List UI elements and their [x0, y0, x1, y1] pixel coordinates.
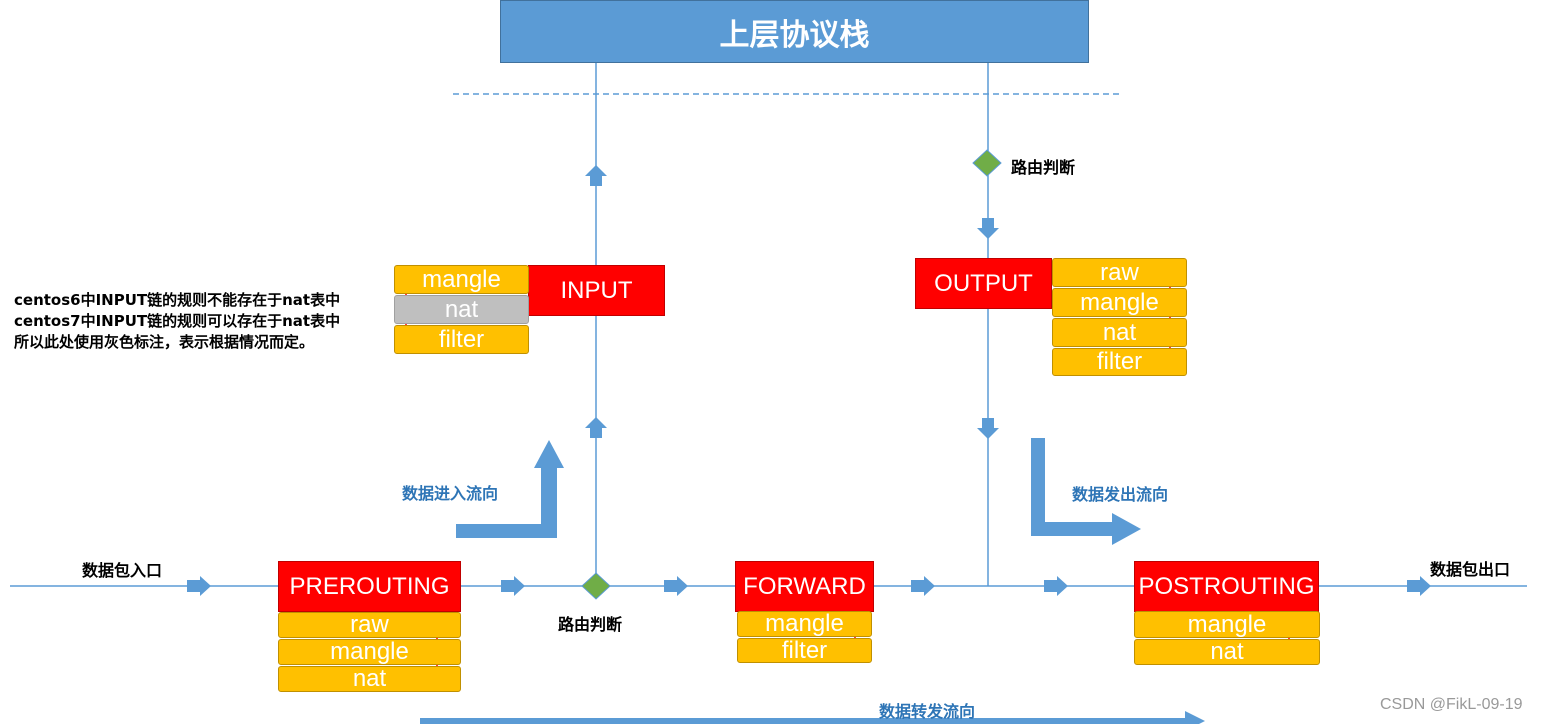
prerouting-chain-box: PREROUTING	[278, 561, 461, 612]
flow-arrow-right-1	[187, 576, 211, 596]
flow-arrow-right-2	[501, 576, 525, 596]
flow-arrow-down-2	[977, 418, 999, 439]
postrouting-chain-box: POSTROUTING	[1134, 561, 1319, 612]
input-table-nat: nat	[394, 295, 529, 324]
flow-arrow-up-1	[585, 417, 607, 438]
flow-forward-label: 数据转发流向	[879, 702, 976, 721]
input-table-filter: filter	[394, 325, 529, 354]
flow-out-label: 数据发出流向	[1072, 485, 1169, 504]
route-decision-diamond-top	[972, 149, 1002, 177]
route-decision-top-label: 路由判断	[1011, 158, 1076, 177]
note-line-3: 所以此处使用灰色标注，表示根据情况而定。	[14, 333, 315, 351]
output-table-raw: raw	[1052, 258, 1187, 287]
note-line-1: centos6中INPUT链的规则不能存在于nat表中	[14, 291, 341, 309]
flow-arrow-right-6	[1407, 576, 1431, 596]
prerouting-table-nat: nat	[278, 666, 461, 692]
prerouting-table-raw: raw	[278, 612, 461, 638]
flow-out-big-arrow	[1031, 438, 1141, 545]
output-table-nat: nat	[1052, 318, 1187, 347]
route-decision-bottom-label: 路由判断	[558, 615, 623, 634]
flow-in-big-arrow	[456, 440, 564, 538]
flow-in-label: 数据进入流向	[402, 484, 499, 503]
flow-arrow-right-4	[911, 576, 935, 596]
upper-protocol-stack-header: 上层协议栈	[500, 0, 1089, 63]
route-decision-diamond-bottom	[581, 572, 611, 600]
packet-in-label: 数据包入口	[82, 561, 163, 580]
flow-arrow-right-5	[1044, 576, 1068, 596]
output-chain-box: OUTPUT	[915, 258, 1052, 309]
flow-arrow-up-2	[585, 165, 607, 186]
prerouting-table-mangle: mangle	[278, 639, 461, 665]
input-chain-box: INPUT	[528, 265, 665, 316]
packet-out-label: 数据包出口	[1430, 560, 1511, 579]
flow-forward-big-arrow	[420, 711, 1205, 724]
input-table-mangle: mangle	[394, 265, 529, 294]
watermark: CSDN @FikL-09-19	[1380, 696, 1523, 713]
flow-arrow-down-1	[977, 218, 999, 239]
output-table-mangle: mangle	[1052, 288, 1187, 317]
flow-arrow-right-3	[664, 576, 688, 596]
postrouting-table-nat: nat	[1134, 639, 1320, 665]
output-table-filter: filter	[1052, 348, 1187, 376]
note-line-2: centos7中INPUT链的规则可以存在于nat表中	[14, 312, 341, 330]
forward-chain-box: FORWARD	[735, 561, 874, 612]
input-nat-note: centos6中INPUT链的规则不能存在于nat表中 centos7中INPU…	[14, 290, 340, 353]
postrouting-table-mangle: mangle	[1134, 611, 1320, 638]
forward-table-mangle: mangle	[737, 611, 872, 637]
forward-table-filter: filter	[737, 638, 872, 663]
